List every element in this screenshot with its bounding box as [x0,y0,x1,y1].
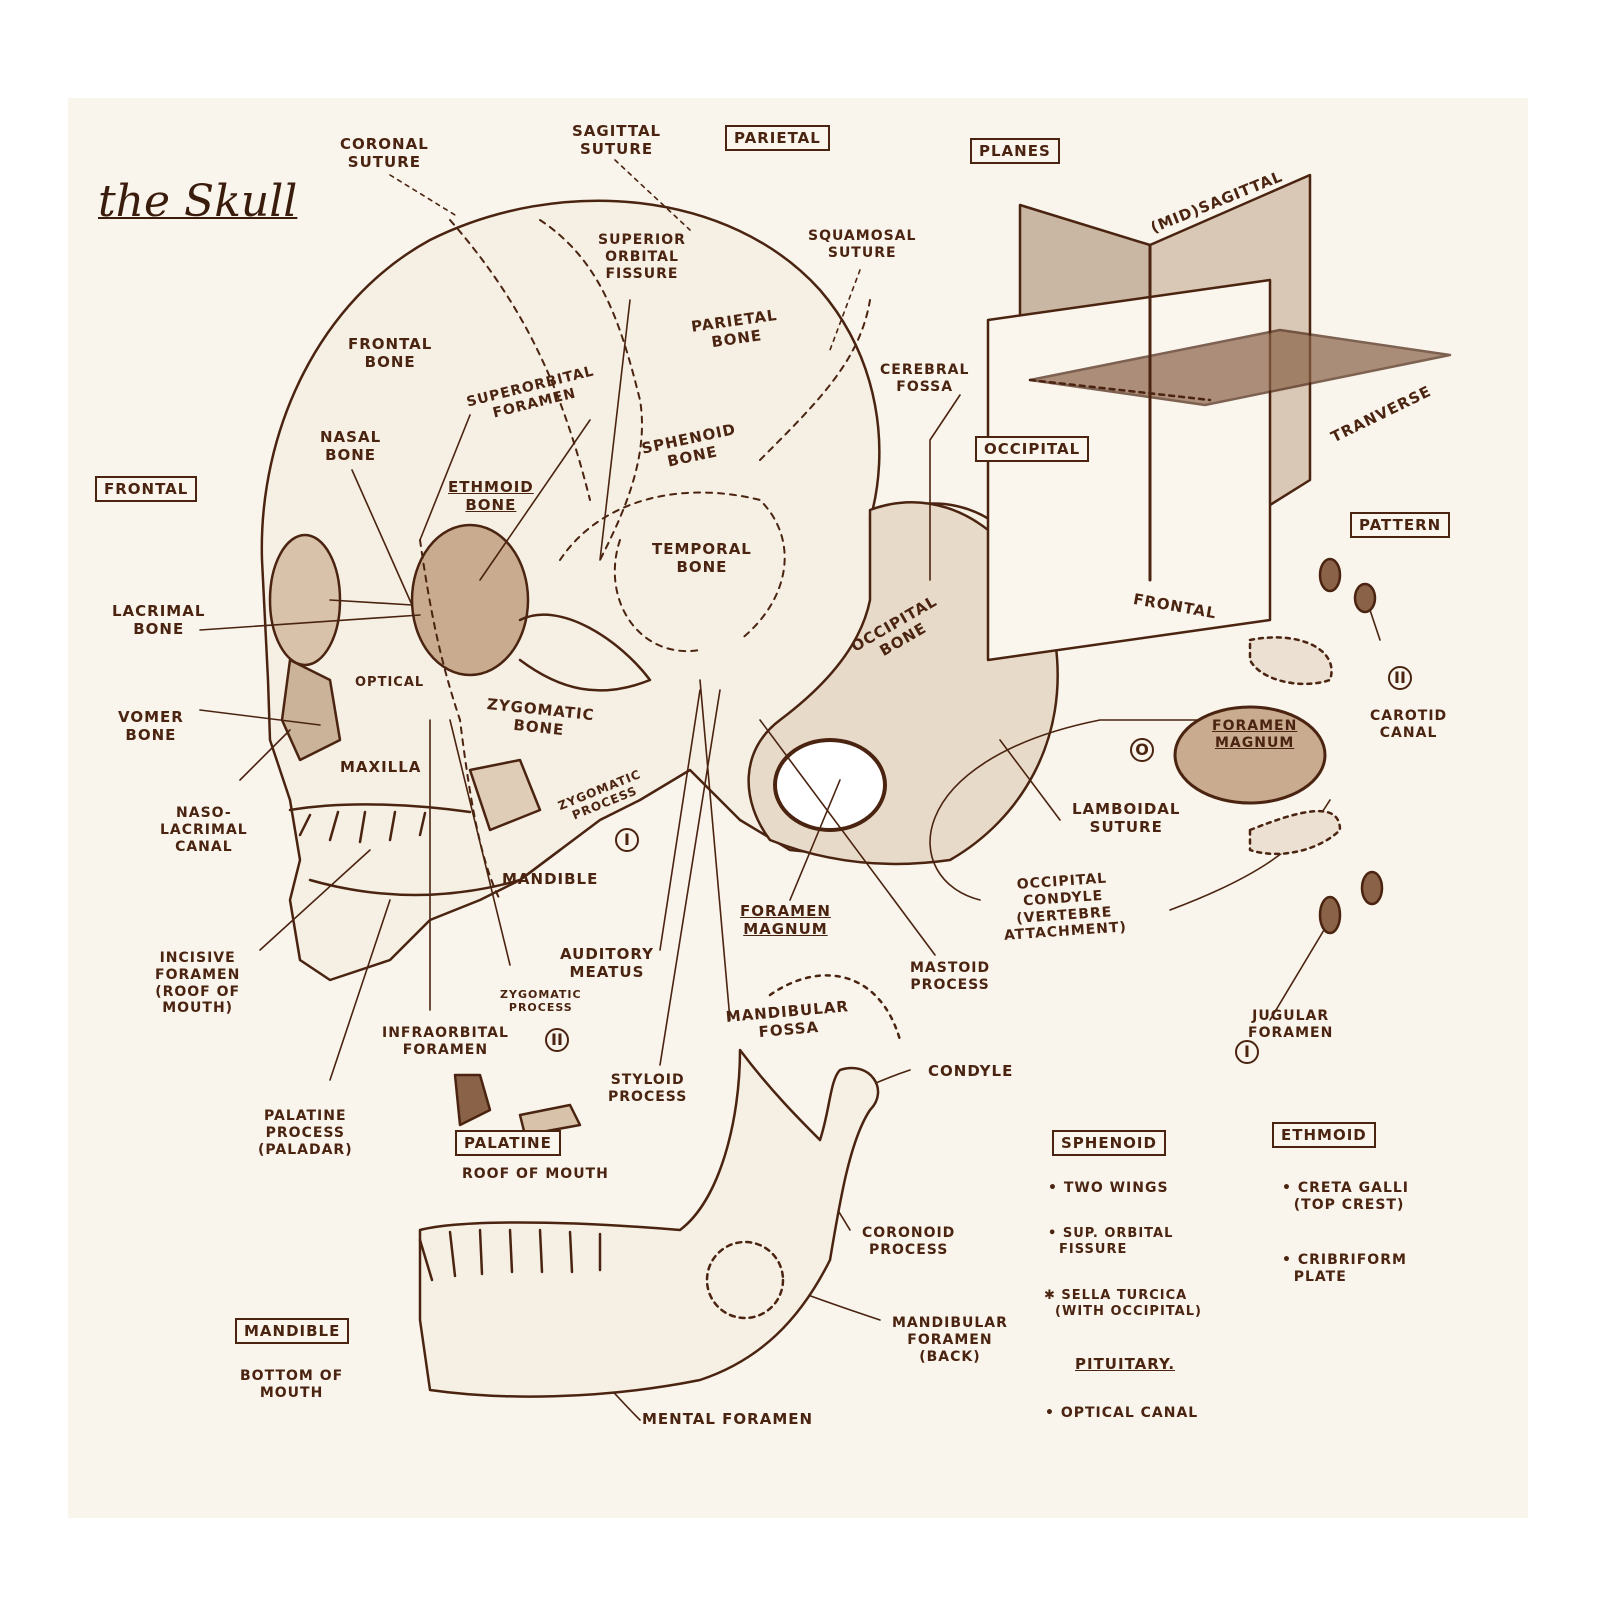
label-superior-orbital-fissure: SUPERIOR ORBITAL FISSURE [598,232,686,282]
sphenoid-item-fissure: • SUP. ORBITAL FISSURE [1048,1226,1174,1257]
label-temporal-bone: TEMPORAL BONE [652,540,752,576]
label-carotid-canal: CAROTID CANAL [1370,708,1448,741]
circle-o: O [1130,738,1154,762]
label-auditory-meatus: AUDITORY MEATUS [560,945,654,981]
box-occipital: OCCIPITAL [975,436,1090,462]
ethmoid-item-cribriform: • CRIBRIFORM PLATE [1282,1252,1407,1285]
label-mental-foramen: MENTAL FORAMEN [642,1410,814,1428]
label-incisive-foramen: INCISIVE FORAMEN (ROOF OF MOUTH) [155,950,241,1017]
label-mastoid-process: MASTOID PROCESS [910,960,991,993]
label-roof-of-mouth: ROOF OF MOUTH [462,1166,609,1182]
box-pattern: PATTERN [1350,512,1451,538]
zyg-process2-number: II [545,1028,569,1052]
label-bottom-of-mouth: BOTTOM OF MOUTH [240,1368,344,1401]
label-ethmoid-bone: ETHMOID BONE [448,478,534,514]
sphenoid-item-optical-canal: • OPTICAL CANAL [1045,1405,1199,1421]
label-infraorbital-foramen: INFRAORBITAL FORAMEN [382,1025,509,1058]
label-mandibular-foramen: MANDIBULAR FORAMEN (BACK) [892,1315,1008,1365]
label-optical: OPTICAL [355,675,425,690]
label-styloid-process: STYLOID PROCESS [608,1072,688,1105]
label-pituitary: PITUITARY. [1075,1355,1176,1373]
label-squamosal-suture: SQUAMOSAL SUTURE [808,228,917,261]
label-frontal-bone: FRONTAL BONE [348,335,433,371]
box-sphenoid: SPHENOID [1052,1130,1166,1156]
sphenoid-item-wings: • TWO WINGS [1048,1180,1169,1196]
box-planes: PLANES [970,138,1060,164]
label-foramen-magnum: FORAMEN MAGNUM [740,902,831,938]
box-mandible: MANDIBLE [235,1318,350,1344]
label-naso-lacrimal: NASO- LACRIMAL CANAL [160,805,248,855]
ethmoid-item-creta-galli: • CRETA GALLI (TOP CREST) [1282,1180,1409,1213]
label-coronoid-process: CORONOID PROCESS [862,1225,956,1258]
label-lacrimal-bone: LACRIMAL BONE [112,602,206,638]
page-title: the Skull [98,176,298,227]
label-nasal-bone: NASAL BONE [320,428,382,464]
label-sagittal-suture: SAGITTAL SUTURE [572,122,662,158]
label-jugular-foramen: JUGULAR FORAMEN [1248,1008,1334,1041]
label-condyle: CONDYLE [928,1062,1014,1080]
planes-diagram [986,173,1452,662]
carotid-number: II [1388,666,1412,690]
label-lamboidal-suture: LAMBOIDAL SUTURE [1072,800,1181,836]
sphenoid-item-sella-turcica: ✱ SELLA TURCICA (with OCCIPITAL) [1044,1288,1202,1319]
label-foramen-magnum-oval: FORAMEN MAGNUM [1212,718,1298,751]
box-frontal: FRONTAL [95,476,198,502]
jugular-number: I [1235,1040,1259,1064]
box-ethmoid: ETHMOID [1272,1122,1376,1148]
label-maxilla: MAXILLA [340,758,422,776]
label-cerebral-fossa: CEREBRAL FOSSA [880,362,970,395]
label-vomer-bone: VOMER BONE [118,708,184,744]
label-mandible: MANDIBLE [502,870,599,888]
label-coronal-suture: CORONAL SUTURE [340,135,429,171]
foramen-magnum-hole [773,738,887,832]
box-palatine: PALATINE [455,1130,561,1156]
label-zygomatic-process-2: ZYGOMATIC PROCESS [500,988,582,1015]
eye-socket [410,523,530,677]
mandible-bone [418,1048,880,1398]
zyg-process-number: I [615,828,639,852]
label-occipital-condyle: OCCIPITAL CONDYLE (VERTEBRE ATTACHMENT) [1003,870,1128,945]
box-parietal: PARIETAL [725,125,830,151]
foramen-magnum-oval [1173,705,1327,805]
label-palatine-process: PALATINE PROCESS (PALADAR) [258,1108,353,1158]
